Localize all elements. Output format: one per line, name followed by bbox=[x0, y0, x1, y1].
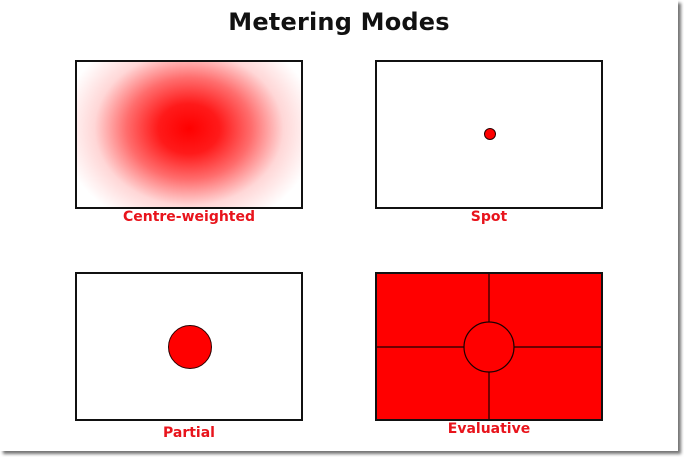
spot-dot bbox=[484, 128, 496, 140]
evaluative-frame bbox=[375, 272, 603, 421]
spot-frame bbox=[375, 60, 603, 209]
centre-weighted-frame bbox=[75, 60, 303, 209]
evaluative-grid bbox=[377, 274, 601, 419]
centre-weighted-label: Centre-weighted bbox=[122, 209, 256, 225]
diagram-canvas: Metering Modes Centre-weighted Spot Part… bbox=[75, 8, 603, 441]
partial-frame bbox=[75, 272, 303, 421]
partial-circle bbox=[168, 325, 212, 369]
evaluative-label: Evaluative bbox=[447, 421, 531, 437]
centre-weighted-gradient bbox=[77, 62, 301, 207]
diagram-title: Metering Modes bbox=[228, 8, 450, 36]
partial-label: Partial bbox=[163, 425, 215, 441]
spot-label: Spot bbox=[470, 209, 508, 225]
